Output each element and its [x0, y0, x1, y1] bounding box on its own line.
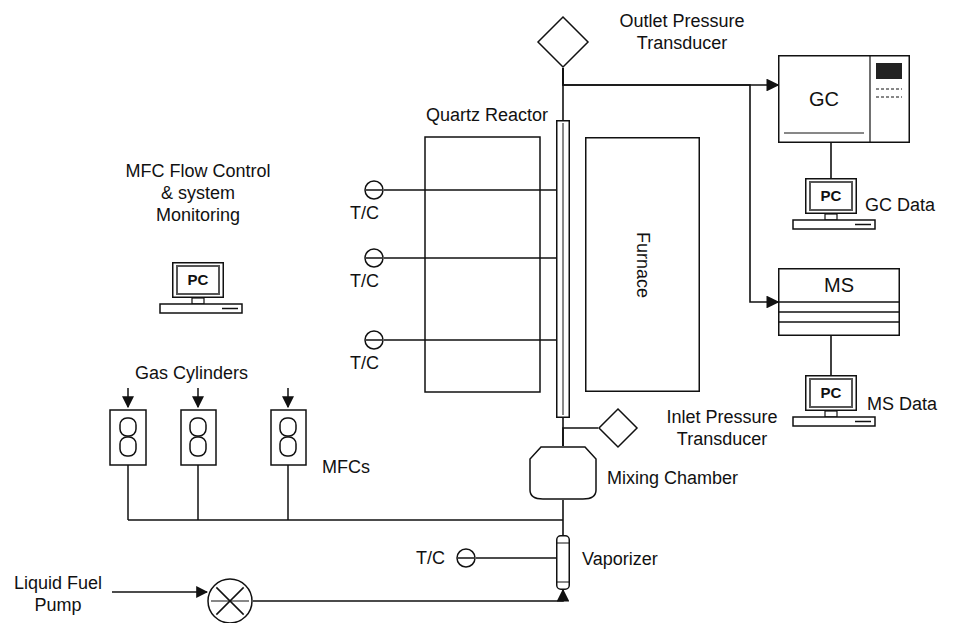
mass-spectrometer: MS	[778, 268, 900, 336]
node-label: Vaporizer	[582, 548, 658, 570]
node-label: GC Data	[865, 194, 935, 216]
node-label: MS	[778, 268, 900, 302]
gas-cylinder-arrows	[128, 388, 288, 407]
node-label: GC	[778, 55, 870, 143]
vaporizer: Vaporizer	[556, 535, 570, 590]
furnace-half	[425, 137, 540, 392]
pipe-connector	[384, 189, 556, 191]
thermocouple: T/C	[456, 548, 476, 568]
node-label: Outlet Pressure Transducer	[597, 10, 767, 54]
node-label: PC	[805, 375, 857, 411]
vaporizer-outline	[556, 535, 570, 590]
pipe-connector	[830, 143, 832, 178]
node-label: Liquid Fuel Pump	[8, 572, 108, 616]
pipe-connector	[384, 257, 556, 259]
pressure-transducer-outline	[537, 16, 589, 68]
node-label: PC	[805, 178, 857, 214]
thermocouple-outline	[364, 248, 384, 268]
gas-chromatograph-outline	[778, 55, 910, 143]
computer: PCGC Data	[805, 178, 857, 214]
node-label: MS Data	[867, 393, 937, 415]
computer: PCMS Data	[805, 375, 857, 411]
node-label: MFC Flow Control & system Monitoring	[118, 160, 278, 226]
node-label: Mixing Chamber	[607, 467, 738, 489]
part-label: MFCs	[322, 456, 370, 478]
liquid-fuel-pump-outline	[207, 578, 253, 623]
quartz-reactor: Quartz Reactor	[556, 120, 570, 418]
node-label: Furnace	[632, 231, 654, 297]
pipe-connector	[253, 590, 563, 601]
pressure-transducer: Outlet Pressure Transducer	[537, 16, 589, 68]
thermocouple-outline	[456, 548, 476, 568]
thermocouple-outline	[364, 180, 384, 200]
pipe-connector	[476, 557, 556, 559]
quartz-reactor-outline	[556, 120, 570, 418]
liquid-fuel-pump: Liquid Fuel Pump	[207, 578, 253, 623]
computer: MFC Flow Control & system MonitoringPC	[172, 262, 224, 298]
node-label: T/C	[350, 202, 379, 224]
thermocouple: T/C	[364, 248, 384, 268]
part-label: Gas Cylinders	[135, 362, 248, 384]
fuel-inlet-arrow	[112, 591, 207, 593]
pipe-connector	[562, 418, 564, 446]
mfc-units	[110, 410, 306, 465]
mixing-chamber: Mixing Chamber	[529, 446, 597, 500]
node-label: T/C	[350, 270, 379, 292]
thermocouple: T/C	[364, 330, 384, 350]
pressure-transducer-outline	[598, 408, 638, 448]
pipe-connector	[830, 336, 832, 375]
pipe-connector	[563, 68, 778, 85]
node-label: Inlet Pressure Transducer	[646, 406, 798, 450]
pipe-connector	[384, 339, 556, 341]
mixing-chamber-outline	[529, 446, 597, 500]
thermocouple: T/C	[364, 180, 384, 200]
thermocouple-outline	[364, 330, 384, 350]
node-label: PC	[172, 262, 224, 298]
node-label: T/C	[416, 547, 445, 569]
pipe-connector	[563, 428, 598, 446]
node-label: Quartz Reactor	[380, 104, 548, 126]
pressure-transducer: Inlet Pressure Transducer	[598, 408, 638, 448]
pipe-connector	[562, 500, 564, 535]
gas-chromatograph: GC	[778, 55, 910, 143]
node-label: T/C	[350, 352, 379, 374]
furnace: Furnace	[585, 137, 700, 392]
